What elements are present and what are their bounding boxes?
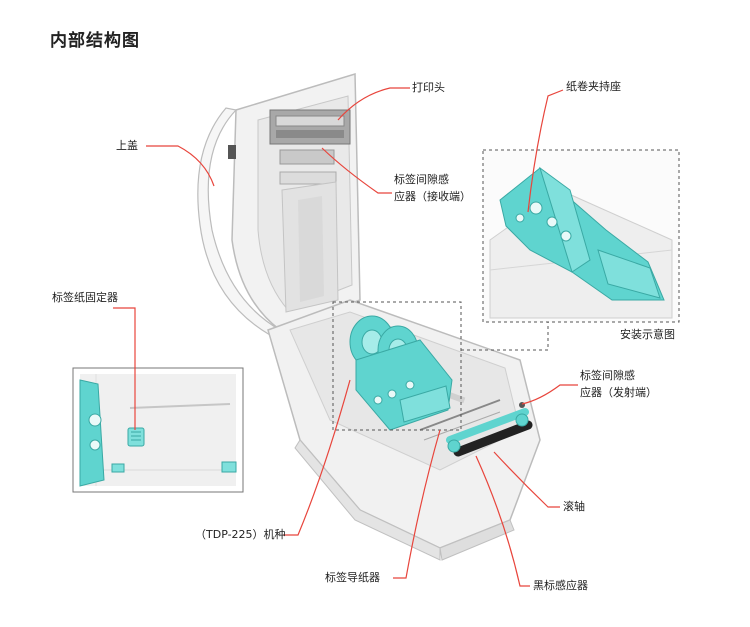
label-top-cover: 上盖 bbox=[116, 139, 138, 152]
label-fixer-detail bbox=[72, 367, 244, 493]
label-label-guide: 标签导纸器 bbox=[325, 571, 380, 584]
install-detail bbox=[482, 149, 680, 323]
print-head bbox=[269, 109, 351, 145]
detail-frame-main bbox=[332, 301, 462, 431]
label-gap-sensor-emitter-line1: 标签间隙感 bbox=[580, 369, 635, 382]
label-paper-roll-holder: 纸卷夹持座 bbox=[566, 80, 621, 93]
printer-illustration bbox=[197, 72, 541, 561]
label-black-mark-sensor: 黑标感应器 bbox=[533, 579, 588, 592]
label-install-diagram: 安装示意图 bbox=[620, 328, 675, 341]
leader-lines bbox=[113, 87, 578, 587]
paper-roll-holder-main bbox=[349, 315, 453, 431]
roller bbox=[446, 408, 533, 457]
page-title: 内部结构图 bbox=[50, 31, 140, 51]
label-gap-sensor-receiver-line2: 应器（接收端） bbox=[394, 190, 471, 203]
label-print-head: 打印头 bbox=[412, 81, 445, 94]
label-roller: 滚轴 bbox=[563, 500, 585, 513]
label-gap-sensor-emitter-line2: 应器（发射端） bbox=[580, 386, 657, 399]
label-label-paper-fixer: 标签纸固定器 bbox=[52, 291, 118, 304]
label-model-name: （TDP-225）机种 bbox=[195, 528, 286, 541]
label-gap-sensor-receiver-line1: 标签间隙感 bbox=[394, 173, 449, 186]
